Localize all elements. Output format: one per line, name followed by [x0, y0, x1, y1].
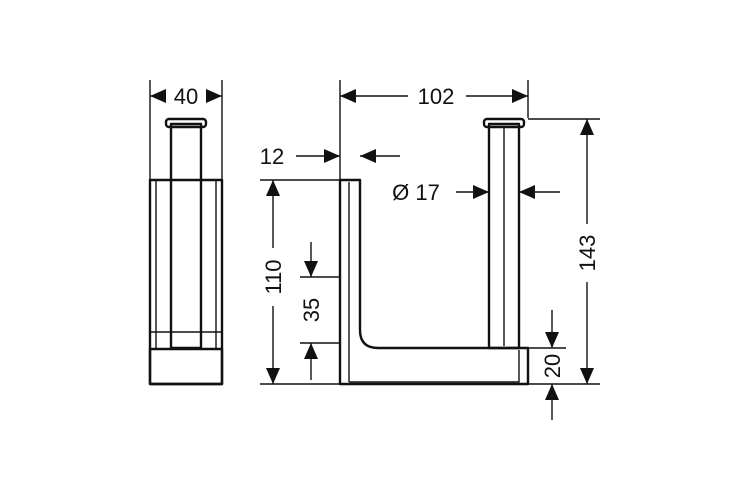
overall-height-label: 143: [575, 235, 600, 272]
dimension-diameter: Ø 17: [392, 180, 560, 205]
front-view-rod-cap: [482, 117, 526, 129]
arrowhead: [519, 185, 535, 199]
arrowhead: [580, 119, 594, 135]
front-view-u-profile: [338, 178, 530, 386]
back-height-label: 110: [261, 259, 286, 294]
dimension-side-depth: 40: [149, 80, 223, 180]
arrowhead: [266, 368, 280, 384]
arrowhead: [512, 89, 528, 103]
dimension-wall-thickness: 12: [260, 144, 400, 169]
arrowhead: [150, 89, 166, 103]
front-view-base-inner-line: [349, 350, 520, 383]
arrowhead: [545, 332, 559, 348]
side-view-rod-cap: [164, 117, 208, 129]
dimension-inner-offset: 35: [299, 242, 340, 380]
dimension-overall-width: 102: [339, 80, 529, 180]
overall-width-label: 102: [418, 84, 455, 109]
side-depth-label: 40: [174, 84, 198, 109]
dimension-back-height: 110: [260, 179, 340, 385]
arrowhead: [304, 261, 318, 277]
arrowhead: [473, 185, 489, 199]
dimension-base-height: 20: [528, 310, 566, 420]
side-view-base: [148, 347, 224, 386]
arrowhead: [206, 89, 222, 103]
arrowhead: [340, 89, 356, 103]
arrowhead: [545, 384, 559, 400]
arrowhead: [266, 180, 280, 196]
arrowhead: [324, 149, 340, 163]
wall-thickness-label: 12: [260, 144, 284, 169]
arrowhead: [580, 368, 594, 384]
dimension-overall-height: 143: [528, 118, 600, 385]
inner-offset-label: 35: [299, 298, 324, 322]
side-view-rod: [169, 122, 203, 350]
side-view-body: [148, 178, 224, 386]
front-view: [338, 117, 530, 386]
base-height-label: 20: [540, 354, 565, 378]
front-view-rod: [487, 122, 521, 350]
diameter-label: Ø 17: [392, 180, 440, 205]
side-view: [148, 117, 224, 386]
arrowhead: [304, 343, 318, 359]
arrowhead: [360, 149, 376, 163]
